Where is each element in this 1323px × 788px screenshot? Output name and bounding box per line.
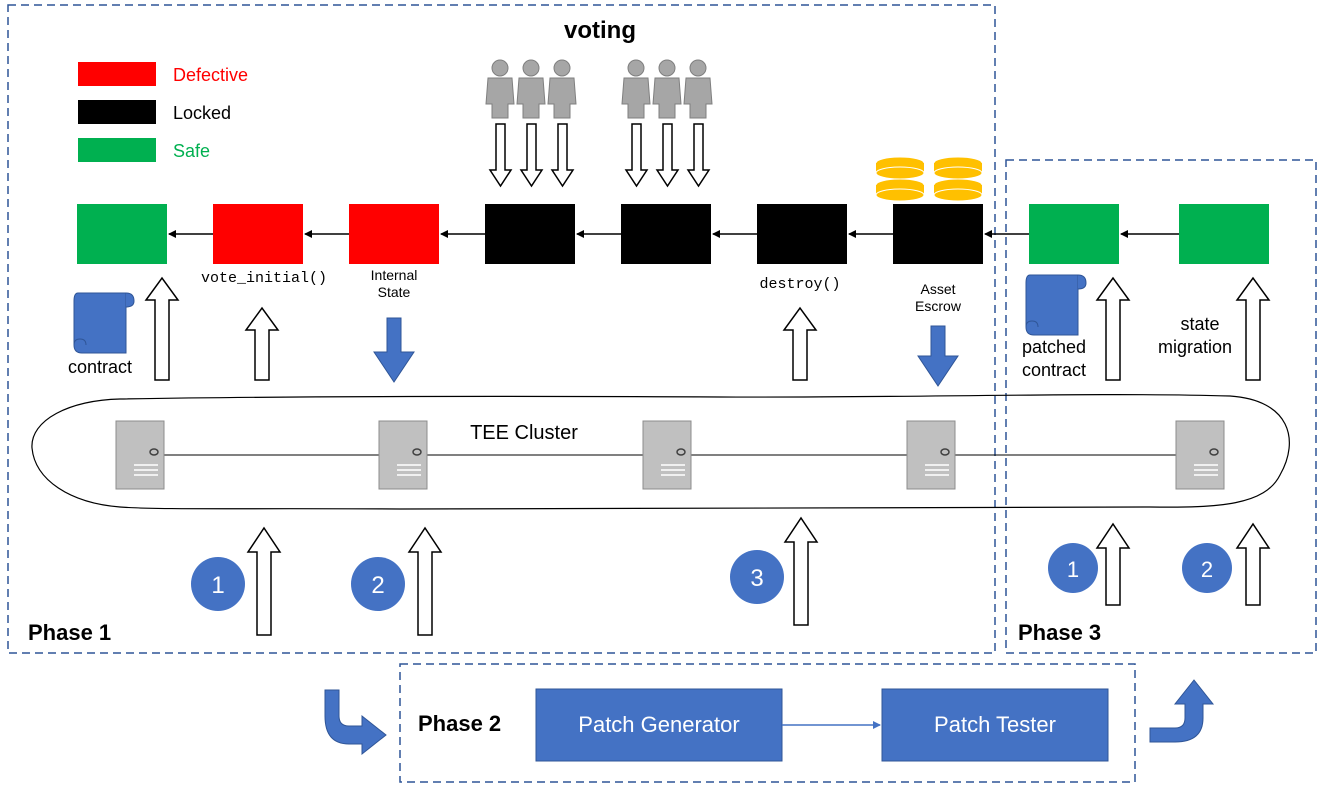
block-label-vote-initial: vote_initial() — [201, 270, 327, 287]
voter-icon — [485, 59, 515, 119]
legend: Defective Locked Safe — [78, 62, 248, 162]
vote-arrows — [488, 123, 711, 188]
upload-arrows — [144, 276, 1271, 381]
down-arrow-blue-icon — [373, 317, 415, 383]
block-2-defective — [213, 204, 303, 264]
patched-contract-scroll-icon — [1025, 274, 1087, 336]
contract-label: contract — [68, 357, 132, 377]
up-arrow-icon — [246, 526, 282, 636]
contract-scroll-icon — [73, 292, 135, 354]
tee-server-icon — [642, 420, 692, 490]
step-arrows — [246, 516, 1271, 636]
patched-contract-label-line1: patched — [1022, 337, 1086, 357]
phase1-label: Phase 1 — [28, 620, 111, 645]
blockchain — [77, 204, 1269, 264]
down-arrow-blue-icon — [917, 325, 959, 387]
vote-arrow-icon — [686, 123, 711, 188]
up-arrow-icon — [1235, 276, 1271, 381]
up-arrow-icon — [1235, 522, 1271, 606]
legend-swatch-locked — [78, 100, 156, 124]
block-8-safe — [1029, 204, 1119, 264]
legend-swatch-defective — [78, 62, 156, 86]
phase2-label: Phase 2 — [418, 711, 501, 736]
block-3-defective — [349, 204, 439, 264]
up-arrow-icon — [1095, 522, 1131, 606]
coin-stack-icon — [933, 156, 983, 202]
up-arrow-icon — [783, 516, 819, 626]
step-circle-2 — [351, 557, 405, 611]
patch-generator-box — [535, 688, 783, 762]
block-7-locked — [893, 204, 983, 264]
block-9-safe — [1179, 204, 1269, 264]
patch-tester-box — [881, 688, 1109, 762]
voter-group-2 — [621, 59, 713, 119]
step-number: 1 — [211, 572, 224, 599]
voter-icon — [683, 59, 713, 119]
legend-label-safe: Safe — [173, 141, 210, 161]
step-number: 3 — [750, 565, 763, 592]
vote-arrow-icon — [550, 123, 575, 188]
block-5-locked — [621, 204, 711, 264]
legend-label-locked: Locked — [173, 103, 231, 123]
phase3-label: Phase 3 — [1018, 620, 1101, 645]
up-arrow-icon — [1095, 276, 1131, 381]
flow-arrow-into-phase2-icon — [324, 689, 387, 756]
tee-server-icon — [115, 420, 165, 490]
coin-stack-icon — [875, 156, 925, 202]
step-number: 2 — [1201, 557, 1213, 582]
tee-server-icon — [378, 420, 428, 490]
voter-icon — [516, 59, 546, 119]
phase1-region — [7, 4, 996, 654]
block-label-asset: Asset — [920, 281, 955, 297]
vote-arrow-icon — [655, 123, 680, 188]
vote-arrow-icon — [519, 123, 544, 188]
phase2-region — [399, 663, 1136, 783]
step-number: 2 — [371, 572, 384, 599]
block-4-locked — [485, 204, 575, 264]
block-1-safe — [77, 204, 167, 264]
diagram-title: voting — [564, 17, 636, 44]
step-circle-1 — [191, 557, 245, 611]
tee-cluster-outline — [31, 394, 1290, 510]
up-arrow-icon — [244, 306, 280, 381]
voter-icon — [621, 59, 651, 119]
state-migration-label-line1: state — [1180, 314, 1219, 334]
tee-server-icon — [1175, 420, 1225, 490]
step-circle-phase3-1 — [1048, 543, 1098, 593]
vote-arrow-icon — [488, 123, 513, 188]
phase3-region — [1005, 159, 1317, 654]
block-6-locked — [757, 204, 847, 264]
voter-group-1 — [485, 59, 577, 119]
up-arrow-icon — [782, 306, 818, 381]
vote-arrow-icon — [624, 123, 649, 188]
flow-arrow-into-phase3-icon — [1149, 679, 1215, 743]
step-circle-phase3-2 — [1182, 543, 1232, 593]
patch-tester-label: Patch Tester — [934, 712, 1056, 737]
patched-contract-label-line2: contract — [1022, 360, 1086, 380]
block-label-state: State — [378, 284, 411, 300]
legend-label-defective: Defective — [173, 65, 248, 85]
tee-server-icon — [906, 420, 956, 490]
voter-icon — [652, 59, 682, 119]
legend-swatch-safe — [78, 138, 156, 162]
tee-cluster-label: TEE Cluster — [470, 422, 578, 444]
block-label-internal: Internal — [371, 267, 418, 283]
block-label-destroy: destroy() — [759, 276, 840, 293]
voter-icon — [547, 59, 577, 119]
patch-generator-label: Patch Generator — [578, 712, 739, 737]
up-arrow-icon — [407, 526, 443, 636]
step-number: 1 — [1067, 557, 1079, 582]
up-arrow-icon — [144, 276, 180, 381]
block-label-escrow: Escrow — [915, 298, 962, 314]
state-migration-label-line2: migration — [1158, 337, 1232, 357]
step-circle-3 — [730, 550, 784, 604]
